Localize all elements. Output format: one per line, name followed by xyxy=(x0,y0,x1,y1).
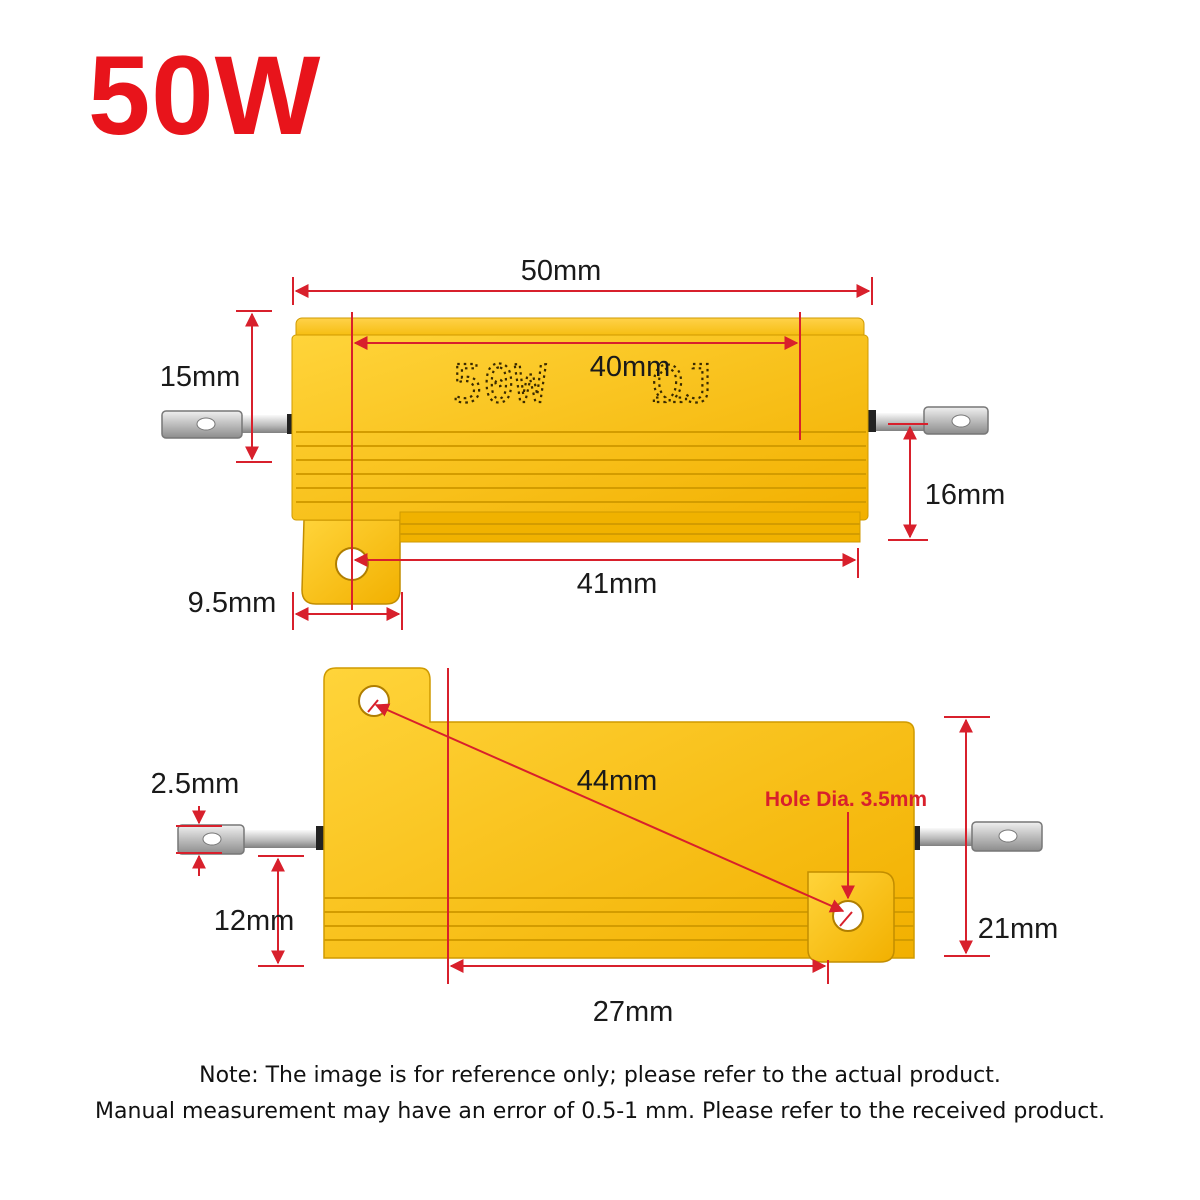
resistor-power-marking: 50W xyxy=(452,355,547,415)
notes: Note: The image is for reference only; p… xyxy=(0,1058,1200,1130)
note-reference: Note: The image is for reference only; p… xyxy=(199,1063,1001,1088)
resistor-body xyxy=(291,317,869,543)
note-measurement-error: Manual measurement may have an error of … xyxy=(95,1099,1105,1124)
dim-body-width: 21mm xyxy=(978,913,1059,945)
dim-hole-spacing: 44mm xyxy=(577,765,658,797)
dim-fin-length: 27mm xyxy=(593,996,674,1028)
dim-mount-span: 41mm xyxy=(577,568,658,600)
dim-terminal-height: 12mm xyxy=(214,905,295,937)
dim-hole-diameter: Hole Dia. 3.5mm xyxy=(765,788,927,811)
dim-height: 15mm xyxy=(160,361,241,393)
right-terminal-bottom xyxy=(912,821,1043,852)
dim-terminal-thickness: 2.5mm xyxy=(151,768,240,800)
top-resistor: 50W ΩJ xyxy=(161,317,989,605)
left-terminal xyxy=(161,410,295,439)
right-terminal xyxy=(868,406,989,435)
dim-total-length: 50mm xyxy=(521,255,602,287)
left-terminal-bottom xyxy=(177,824,326,855)
dim-body-length: 40mm xyxy=(590,351,671,383)
bottom-resistor xyxy=(177,667,1043,963)
dimension-lines xyxy=(176,277,990,984)
dim-mount-width: 9.5mm xyxy=(188,587,277,619)
page-title: 50W xyxy=(88,33,322,158)
dim-terminal-offset: 16mm xyxy=(925,479,1006,511)
resistor-tolerance-marking: ΩJ xyxy=(652,355,715,415)
